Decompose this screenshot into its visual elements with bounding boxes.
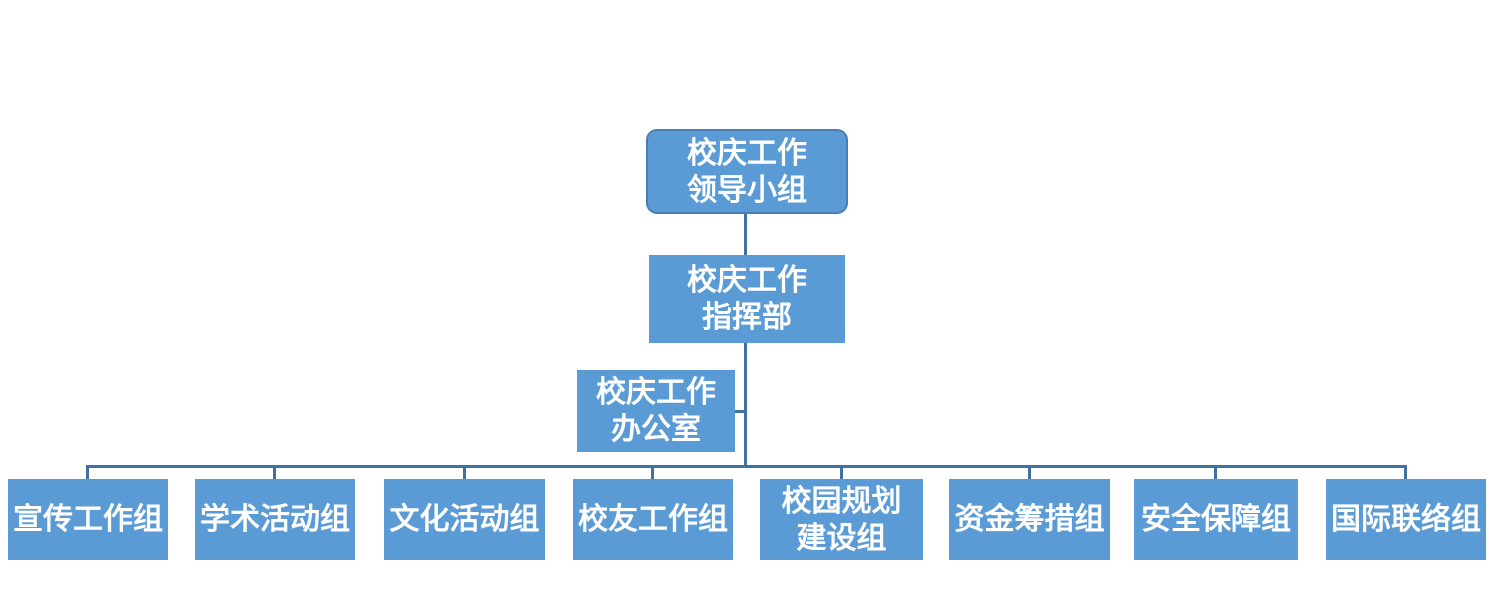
connector-leadership-command [744, 214, 747, 255]
node-label-line: 领导小组 [687, 173, 807, 207]
org-node-office: 校庆工作 办公室 [577, 370, 735, 452]
node-label-line: 指挥部 [702, 301, 792, 334]
node-label-line: 安全保障组 [1141, 503, 1291, 536]
node-label-line: 国际联络组 [1331, 503, 1481, 536]
connector-drop-6 [1028, 465, 1031, 481]
org-node-group-international: 国际联络组 [1326, 479, 1486, 560]
node-label-line: 校友工作组 [578, 503, 728, 536]
node-label-line: 校园规划 [781, 484, 902, 518]
connector-horizontal-bus [86, 465, 1407, 468]
node-label-line: 校庆工作 [596, 376, 716, 409]
node-label-line: 学术活动组 [200, 503, 350, 536]
connector-drop-4 [651, 465, 654, 481]
org-node-group-publicity: 宣传工作组 [8, 479, 168, 560]
node-label-line: 建设组 [796, 521, 887, 555]
node-label-line: 校庆工作 [687, 264, 807, 297]
node-label-line: 校庆工作 [687, 136, 807, 170]
org-node-group-fundraising: 资金筹措组 [949, 479, 1110, 560]
node-label-line: 办公室 [611, 413, 701, 446]
connector-drop-1 [86, 465, 89, 481]
org-node-leadership: 校庆工作 领导小组 [646, 129, 848, 214]
connector-drop-2 [273, 465, 276, 481]
connector-drop-8 [1404, 465, 1407, 481]
org-node-group-campus-planning: 校园规划 建设组 [760, 479, 923, 560]
node-label-line: 文化活动组 [389, 503, 540, 536]
node-label-line: 宣传工作组 [13, 503, 163, 536]
connector-command-bus [744, 343, 747, 467]
org-node-command: 校庆工作 指挥部 [649, 255, 845, 343]
node-label-line: 资金筹措组 [954, 503, 1105, 536]
connector-drop-7 [1214, 465, 1217, 481]
org-node-group-culture: 文化活动组 [384, 479, 545, 560]
org-node-group-academic: 学术活动组 [195, 479, 355, 560]
connector-drop-5 [840, 465, 843, 481]
org-node-group-alumni: 校友工作组 [573, 479, 733, 560]
connector-office-stub [734, 410, 746, 413]
org-node-group-security: 安全保障组 [1134, 479, 1298, 560]
connector-drop-3 [463, 465, 466, 481]
